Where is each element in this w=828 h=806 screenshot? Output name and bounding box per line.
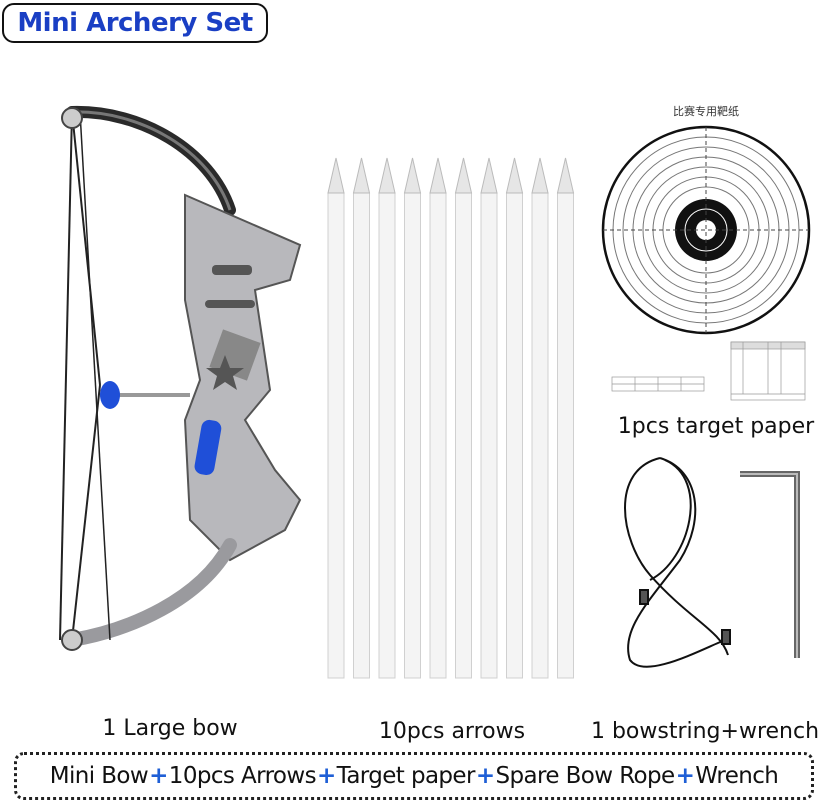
contents-item: Spare Bow Rope [495,763,676,789]
arrow-tip [352,157,371,194]
arrow [327,157,345,679]
target-label: 1pcs target paper [617,414,815,439]
arrow-tip [480,157,498,194]
plus-icon: + [317,763,336,789]
arrow-tip [403,157,422,194]
arrow-tip [531,157,549,194]
bowstring-image [624,457,731,668]
arrow [531,157,549,679]
target-paper-image [601,125,811,335]
arrow [352,157,371,679]
target-ring [642,166,770,294]
plus-icon: + [675,763,695,789]
arrow-tip [378,157,396,194]
arrow [403,157,422,679]
arrows-image [327,157,575,679]
target-center [696,220,716,240]
arrow [480,157,498,679]
contents-item: Mini Bow [49,763,149,789]
bow-image [59,105,302,651]
wrench-image [740,471,800,658]
product-title: Mini Archery Set [2,3,268,43]
target-ring [684,208,728,252]
arrow-tip [454,157,473,194]
arrows-label: 10pcs arrows [378,719,526,744]
contents-item: Wrench [695,763,779,789]
score-tables [611,341,806,401]
contents-item: Target paper [336,763,476,789]
contents-summary: Mini Bow + 10pcs Arrows + Target paper +… [14,752,814,800]
bowstring-label: 1 bowstring+wrench [590,719,820,744]
arrow [378,157,396,679]
arrow [505,157,524,679]
arrow-tip [556,157,575,194]
arrow [454,157,473,679]
arrow-tip [327,157,345,194]
plus-icon: + [475,763,495,789]
contents-item: 10pcs Arrows [168,763,317,789]
arrow-tip [505,157,524,194]
arrow-tip [429,157,447,194]
target-paper-heading: 比赛专用靶纸 [673,105,739,118]
arrow [556,157,575,679]
arrow [429,157,447,679]
bow-label: 1 Large bow [102,716,238,741]
plus-icon: + [149,763,168,789]
